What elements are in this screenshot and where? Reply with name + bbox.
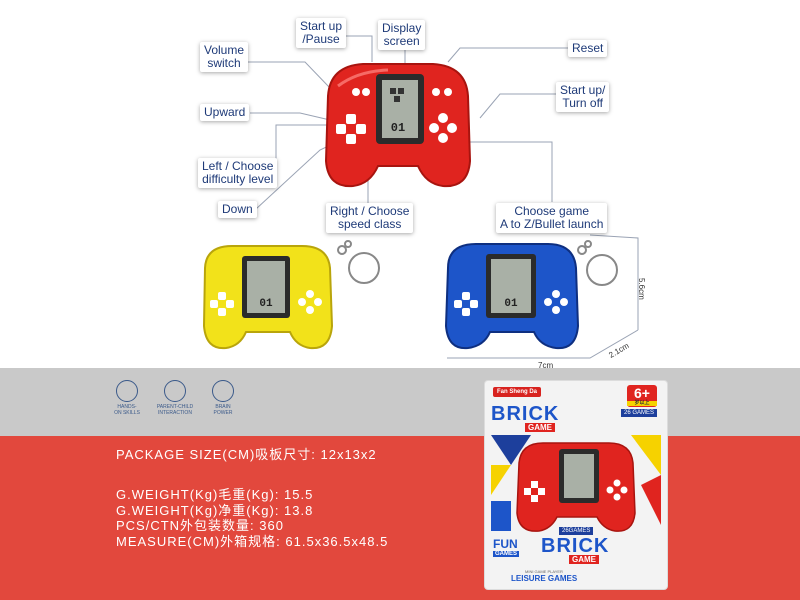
feature-brain-power: BRAIN POWER	[200, 380, 246, 416]
spec-gross-weight: G.WEIGHT(Kg)毛重(Kg): 15.5	[116, 487, 314, 502]
age-badge: 6+ 岁以上	[627, 385, 657, 407]
subtitle-game-bottom: GAME	[569, 555, 599, 564]
callout-display-screen: Display screen	[378, 20, 426, 50]
callout-reset: Reset	[568, 40, 608, 57]
callout-upward: Upward	[200, 104, 250, 121]
brain-icon	[212, 380, 234, 402]
red-console-image: 01	[324, 63, 472, 188]
blue-console-image: 01	[444, 240, 618, 350]
callout-choose-game: Choose game A to Z/Bullet launch	[496, 203, 608, 233]
feature-hands-on: HANDS- ON SKILLS	[104, 380, 150, 416]
callout-start-turn-off: Start up/ Turn off	[556, 82, 610, 112]
leisure-games-text: LEISURE GAMES	[511, 574, 578, 583]
hand-icon	[116, 380, 138, 402]
yellow-screen-score: 01	[259, 298, 273, 310]
blue-screen-score: 01	[504, 298, 518, 310]
callout-start-pause: Start up /Pause	[296, 18, 347, 48]
dimension-height: 5.6cm	[637, 278, 646, 300]
subtitle-game-top: GAME	[525, 423, 555, 432]
callout-volume-switch: Volume switch	[200, 42, 249, 72]
dimension-width: 7cm	[538, 361, 554, 370]
spec-pcs-ctn: PCS/CTN外包装数量: 360	[116, 518, 284, 533]
title-brick-top: BRICK	[491, 403, 560, 425]
yellow-console-image: 01	[202, 240, 380, 350]
games-count-top: 26 GAMES	[621, 409, 658, 417]
callout-left: Left / Choose difficulty level	[198, 158, 278, 188]
mini-game-player-text: MINI GAME PLAYER	[525, 569, 563, 574]
package-card: Fan Sheng Da 6+ 岁以上 26 GAMES BRICK GAME …	[484, 380, 668, 590]
spec-package-size: PACKAGE SIZE(CM)吸板尺寸: 12x13x2	[116, 447, 377, 462]
spec-measure: MEASURE(CM)外箱规格: 61.5x36.5x48.5	[116, 534, 389, 549]
title-brick-bottom: BRICK	[541, 535, 610, 557]
feature-parent-child: PARENT-CHILD INTERACTION	[152, 380, 198, 416]
games-count-mid: 26GAMES	[559, 527, 594, 535]
package-art	[491, 435, 661, 532]
spec-net-weight: G.WEIGHT(Kg)净重(Kg): 13.8	[116, 503, 314, 518]
people-icon	[164, 380, 186, 402]
red-screen-score: 01	[391, 121, 405, 135]
callout-right: Right / Choose speed class	[326, 203, 414, 233]
brand-logo: Fan Sheng Da	[493, 387, 542, 397]
callout-down: Down	[218, 201, 257, 218]
fun-logo: FUN GAMES	[493, 537, 520, 557]
